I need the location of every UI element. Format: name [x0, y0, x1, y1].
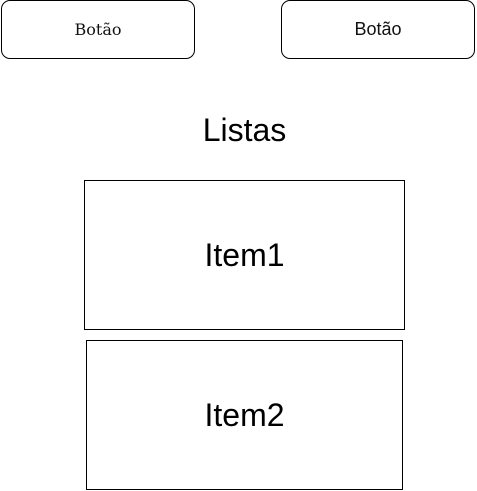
left-button[interactable]: Botão	[1, 0, 195, 59]
list-item-label: Item2	[204, 396, 285, 433]
list-item[interactable]: Item1	[84, 180, 405, 330]
right-button-label: Botão	[354, 19, 402, 39]
list-item[interactable]: Item2	[86, 340, 403, 490]
right-button[interactable]: Botão	[281, 0, 475, 59]
left-button-label: Botão	[74, 20, 122, 39]
list-item-label: Item1	[204, 236, 285, 273]
page-title: Listas	[202, 112, 287, 148]
